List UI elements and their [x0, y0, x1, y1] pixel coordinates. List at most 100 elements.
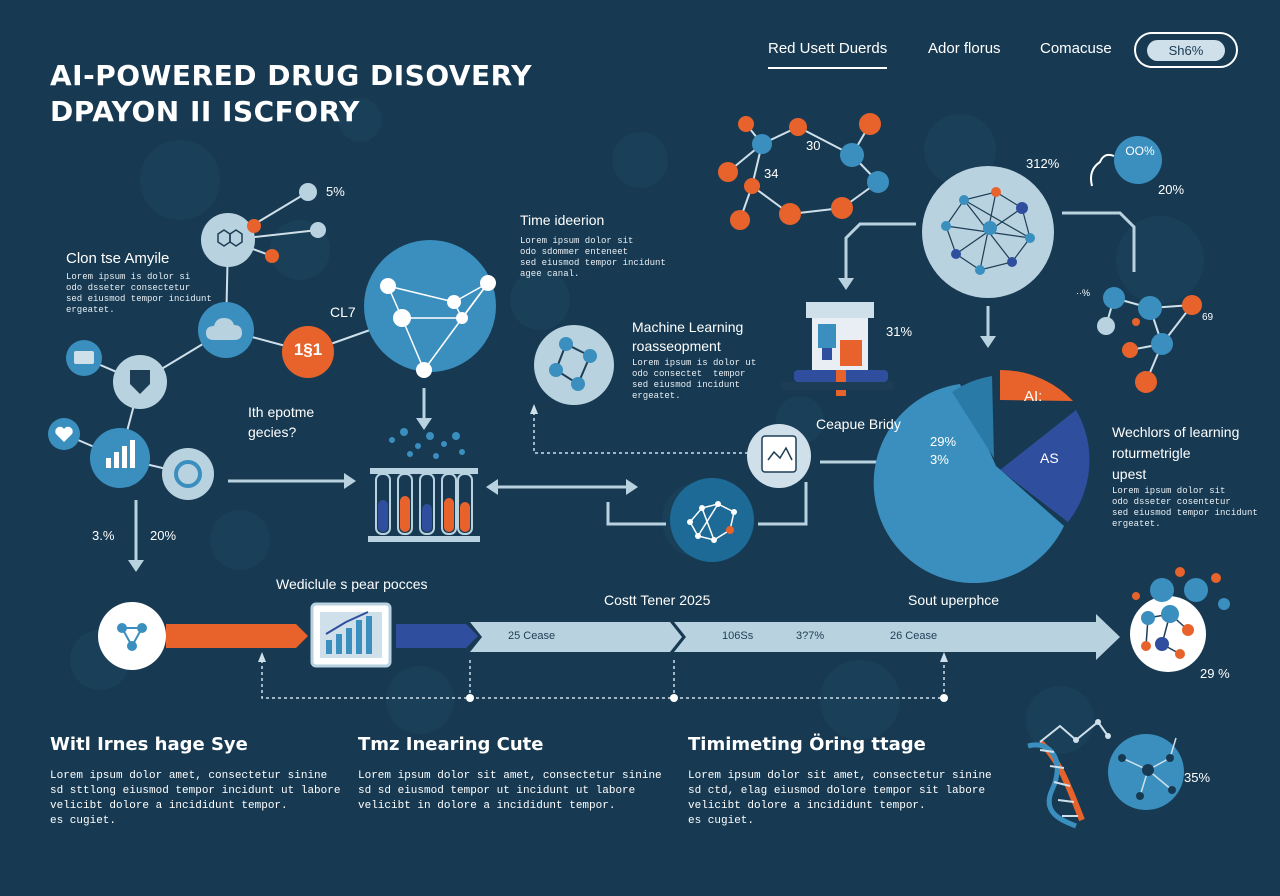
stat-69: 69 [1202, 312, 1214, 323]
ml-title: Machine Learning roasseopment [632, 319, 744, 354]
molecule-label-30: 30 [806, 138, 821, 153]
arrow-head [940, 652, 948, 662]
orange-node [247, 219, 261, 233]
bracket-connector [606, 482, 808, 526]
section-3-title: Timimeting Öring ttage [688, 734, 926, 755]
timeline-right-title: Sout uperphce [908, 592, 1000, 608]
end-molecule-atoms [1141, 605, 1194, 659]
molecule-node [201, 213, 255, 267]
timeline-seg-label-1: 25 Cease [508, 630, 556, 642]
orange-node [265, 249, 279, 263]
timeline-start-node [98, 602, 166, 670]
pie-slice-small [952, 376, 994, 458]
pie-chart [873, 369, 1090, 584]
stat-a: 3.% [92, 528, 115, 543]
floating-atoms [1132, 567, 1230, 610]
title-line-2: DPAYON II ISCFORY [50, 95, 360, 128]
stat-312: 312% [1026, 156, 1060, 171]
growth-bars-icon [326, 616, 372, 654]
header-pill-button[interactable]: Sh6% [1134, 32, 1238, 68]
time-body: Lorem ipsum dolor sit odo sdommer entene… [520, 236, 666, 279]
hand-icon [1090, 153, 1115, 187]
dna-helix [1027, 719, 1111, 829]
molecule-label-34: 34 [764, 166, 779, 181]
section-2-title: Tmz Inearing Cute [358, 734, 544, 755]
network-node [670, 478, 754, 562]
stat-circle-label: OO% [1125, 144, 1155, 158]
pie-label-ai: AI: [1024, 388, 1043, 405]
timeline-seg-label-4: 26 Cease [890, 630, 938, 642]
dotted-connector [533, 412, 748, 454]
timeline-mid-title: Costt Tener 2025 [604, 592, 711, 608]
orange-label-node [282, 326, 334, 378]
arrow-head [838, 278, 854, 290]
timeline [98, 567, 1230, 702]
orange-dot [726, 526, 734, 534]
test-tube-rack [368, 428, 480, 542]
lab-stat: 31% [886, 324, 913, 339]
right-arrow [228, 473, 356, 489]
ml-molecule-node [534, 325, 614, 405]
timeline-segment-2 [674, 614, 1120, 660]
orange-node-label: 1§1 [293, 340, 323, 359]
stat-small: ··% [1076, 288, 1090, 298]
small-node [299, 183, 317, 201]
timeline-seg-label-2: 106Ss [722, 630, 754, 642]
dna-stat: 35% [1184, 770, 1211, 785]
trend-line [325, 611, 369, 635]
pie-side-title: Wechlors of learning roturmetrigle upest [1112, 424, 1240, 482]
arrow-head [258, 652, 266, 662]
stat-b: 20% [150, 528, 177, 543]
ml-body: Lorem ipsum is dolor ut odo consectet te… [632, 358, 757, 401]
bar-chart-icon [106, 440, 135, 468]
capture-label: Ceapue Bridy [816, 416, 901, 432]
ml-molecule-atoms [549, 337, 597, 391]
stat-circle [1114, 136, 1162, 184]
section-1-body: Lorem ipsum dolor amet, consectetur sini… [50, 770, 341, 827]
pie-label-3: 3% [930, 452, 949, 467]
nav-item-3[interactable]: Comacuse [1040, 40, 1112, 57]
pie-slice-as [1000, 410, 1090, 522]
time-title: Time ideerion [520, 212, 605, 228]
arrow-head [530, 404, 538, 414]
lab-machine [782, 302, 894, 396]
timeline-segment-navy [396, 624, 478, 648]
dna-molecule-atoms [1118, 754, 1176, 800]
timeline-end-stat: 29 % [1200, 666, 1230, 681]
timeline-seg-label-3: 3?7% [796, 630, 825, 642]
question-label: Ith epotme gecies? [248, 404, 315, 440]
arrow-head [980, 336, 996, 348]
timeline-left-title: Wediclule s pear pocces [276, 576, 428, 592]
target-node [162, 448, 214, 500]
left-panel-title: Clon tse Amyile [66, 250, 170, 267]
cloud-icon [206, 318, 242, 340]
section-1: Witl Irnes hage Sye Lorem ipsum dolor am… [50, 734, 341, 829]
badge-icon [130, 370, 150, 394]
monitor-icon [74, 351, 94, 364]
network-icon-lines [121, 627, 143, 647]
timeline-dots [466, 694, 948, 702]
network-node-atoms [687, 501, 737, 543]
pie-label-as: AS [1040, 450, 1059, 466]
section-1-title: Witl Irnes hage Sye [50, 734, 248, 755]
top-molecule-lines [727, 123, 879, 221]
nav-item-1[interactable]: Red Usett Duerds [768, 40, 888, 69]
timeline-dotted [261, 660, 945, 699]
hexagon-icon [217, 229, 243, 247]
double-arrow [486, 479, 638, 495]
down-arrow [128, 500, 144, 572]
heart-icon [55, 426, 73, 442]
section-2: Tmz Inearing Cute Lorem ipsum dolor sit … [358, 734, 662, 814]
section-2-body: Lorem ipsum dolor sit amet, consectetur … [358, 770, 662, 812]
right-molecule-atoms [1097, 287, 1202, 393]
stat-top: 5% [326, 184, 345, 199]
down-arrow [416, 388, 432, 430]
timeline-segment-1 [470, 622, 682, 652]
small-node [310, 222, 326, 238]
nav-item-2[interactable]: Ador florus [928, 40, 1001, 57]
top-molecule-atoms [718, 113, 889, 230]
lab-icon-line [767, 446, 793, 461]
molecule-sphere [364, 240, 496, 372]
section-3: Timimeting Öring ttage Lorem ipsum dolor… [688, 734, 992, 829]
